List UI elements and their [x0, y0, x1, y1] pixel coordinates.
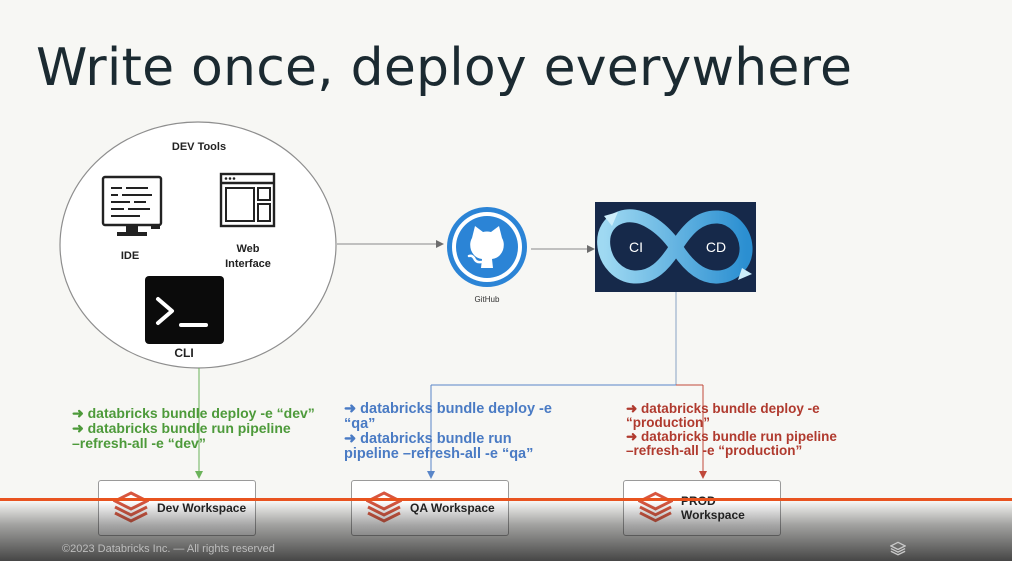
- dev-command-line-3: –refresh-all -e “dev”: [72, 435, 206, 451]
- qa-command-line-4: pipeline –refresh-all -e “qa”: [344, 446, 534, 462]
- dev-commands: ➜ databricks bundle deploy -e “dev” ➜ da…: [72, 406, 315, 451]
- cd-label: CD: [706, 239, 726, 255]
- prod-command-line-4: –refresh-all -e “production”: [626, 443, 803, 458]
- terminal-icon: [145, 276, 224, 344]
- prod-command-line-1: ➜ databricks bundle deploy -e: [626, 401, 820, 416]
- databricks-footer-logo-icon: [890, 541, 906, 556]
- qa-commands: ➜ databricks bundle deploy -e “qa” ➜ dat…: [344, 402, 552, 462]
- dev-command-line-1: ➜ databricks bundle deploy -e “dev”: [72, 405, 315, 421]
- databricks-logo-icon: [366, 491, 402, 523]
- prod-commands: ➜ databricks bundle deploy -e “productio…: [626, 402, 837, 458]
- dev-workspace-box: Dev Workspace: [98, 480, 256, 536]
- dev-workspace-label: Dev Workspace: [157, 501, 247, 515]
- dev-command-line-2: ➜ databricks bundle run pipeline: [72, 420, 291, 436]
- cli-label: CLI: [174, 346, 193, 360]
- cicd-infinity-icon: CI CD: [595, 202, 756, 292]
- qa-command-line-2: “qa”: [344, 416, 376, 432]
- qa-workspace-label: QA Workspace: [410, 501, 495, 515]
- web-interface-label-line1: Web: [236, 243, 259, 255]
- ide-icon: [101, 175, 163, 236]
- databricks-logo-icon: [638, 491, 673, 523]
- github-icon: [447, 207, 527, 287]
- ide-label: IDE: [121, 250, 139, 262]
- qa-command-line-3: ➜ databricks bundle run: [344, 431, 512, 447]
- dev-tools-group: DEV Tools IDE: [59, 121, 337, 369]
- qa-command-line-1: ➜ databricks bundle deploy -e: [344, 401, 552, 417]
- qa-workspace-box: QA Workspace: [351, 480, 509, 536]
- ci-label: CI: [629, 239, 643, 255]
- prod-command-line-2: “production”: [626, 415, 710, 430]
- dev-tools-heading: DEV Tools: [172, 141, 226, 153]
- prod-workspace-box: PROD Workspace: [623, 480, 781, 536]
- prod-command-line-3: ➜ databricks bundle run pipeline: [626, 429, 837, 444]
- slide-title: Write once, deploy everywhere: [36, 38, 853, 98]
- copyright-footer: ©2023 Databricks Inc. — All rights reser…: [62, 543, 275, 555]
- video-progress-bar[interactable]: [0, 498, 1012, 501]
- databricks-logo-icon: [113, 491, 149, 523]
- github-label: GitHub: [475, 295, 500, 304]
- web-interface-label-line2: Interface: [225, 258, 271, 270]
- web-interface-icon: [219, 172, 276, 228]
